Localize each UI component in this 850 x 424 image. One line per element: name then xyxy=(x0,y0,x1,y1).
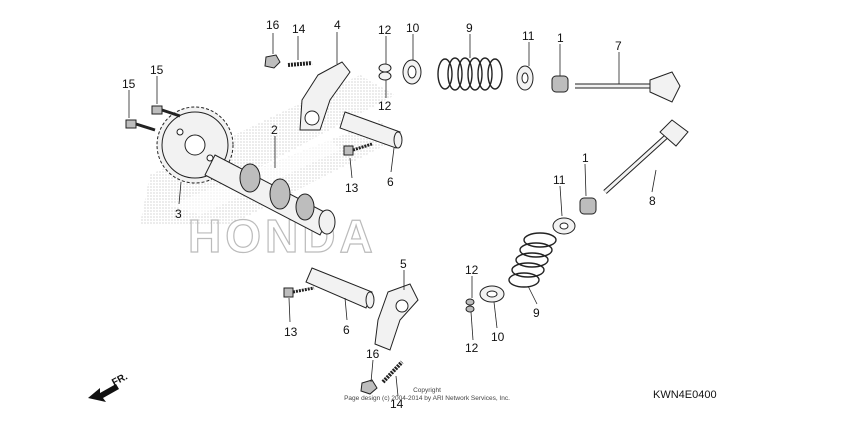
valve-8 xyxy=(603,119,689,194)
spring-retainer-10-upper xyxy=(402,59,422,85)
bolt-13-upper xyxy=(343,142,373,156)
front-direction-indicator: FR. xyxy=(88,371,130,402)
callout-10-upper: 10 xyxy=(406,21,420,35)
valve-stem-seal-1-lower xyxy=(579,197,597,215)
callout-15-a: 15 xyxy=(122,77,136,91)
copyright-notice: Page design (c) 2004-2014 by ARI Network… xyxy=(344,395,510,402)
callout-16-upper: 16 xyxy=(266,18,280,32)
callout-6-lower: 6 xyxy=(343,323,350,337)
callout-1-lower: 1 xyxy=(582,151,589,165)
diagram-code: KWN4E0400 xyxy=(653,389,717,401)
adjusting-screw-14-upper xyxy=(287,61,313,67)
spring-retainer-10-lower xyxy=(479,285,505,303)
bolt-15-lower xyxy=(125,119,156,132)
callout-8: 8 xyxy=(649,194,656,208)
rocker-arm-4 xyxy=(299,61,351,131)
callout-7: 7 xyxy=(615,39,622,53)
front-arrow-icon xyxy=(88,384,119,402)
valve-cotter-12-lower xyxy=(465,298,475,313)
adjusting-screw-14-lower xyxy=(381,360,404,384)
valve-stem-seal-1-upper xyxy=(551,75,569,93)
rocker-arm-5 xyxy=(374,283,419,351)
valve-7 xyxy=(575,71,681,103)
spring-seat-11-upper xyxy=(516,65,534,91)
callout-12-lower-a: 12 xyxy=(465,263,479,277)
valve-spring-9-upper xyxy=(437,57,503,91)
callout-12-lower-b: 12 xyxy=(465,341,479,355)
camshaft xyxy=(204,154,336,236)
valve-spring-9-lower xyxy=(508,232,557,288)
callout-9-upper: 9 xyxy=(466,21,473,35)
copyright-label: Copyright xyxy=(413,387,441,394)
callout-13-lower: 13 xyxy=(284,325,298,339)
front-direction-label: FR. xyxy=(110,371,130,388)
bolt-15-upper xyxy=(151,105,181,118)
callouts: 16 14 4 12 12 10 9 11 1 7 15 15 2 13 6 3… xyxy=(122,18,656,411)
callout-1-upper: 1 xyxy=(557,31,564,45)
callout-10-lower: 10 xyxy=(491,330,505,344)
callout-15-b: 15 xyxy=(150,63,164,77)
rocker-shaft-6-lower xyxy=(305,267,375,309)
callout-14-lower: 14 xyxy=(390,397,404,411)
callout-13-upper: 13 xyxy=(345,181,359,195)
spring-seat-11-lower xyxy=(552,217,576,235)
nut-16-lower xyxy=(360,379,378,395)
rocker-shaft-6-upper xyxy=(339,111,403,149)
callout-3: 3 xyxy=(175,207,182,221)
bolt-13-lower xyxy=(283,286,315,298)
valve-cotter-12-upper xyxy=(378,63,392,81)
callout-12-upper-a: 12 xyxy=(378,23,392,37)
callout-11-lower: 11 xyxy=(553,173,566,187)
callout-6-upper: 6 xyxy=(387,175,394,189)
callout-9-lower: 9 xyxy=(533,306,540,320)
callout-2: 2 xyxy=(271,123,278,137)
callout-5: 5 xyxy=(400,257,407,271)
callout-11-upper: 11 xyxy=(522,29,535,43)
callout-16-lower: 16 xyxy=(366,347,380,361)
callout-14-upper: 14 xyxy=(292,22,306,36)
callout-12-upper-b: 12 xyxy=(378,99,392,113)
callout-4: 4 xyxy=(334,18,341,32)
leader-lines xyxy=(128,32,657,397)
honda-watermark-text: HONDA xyxy=(188,210,377,262)
nut-16-upper xyxy=(264,54,281,69)
